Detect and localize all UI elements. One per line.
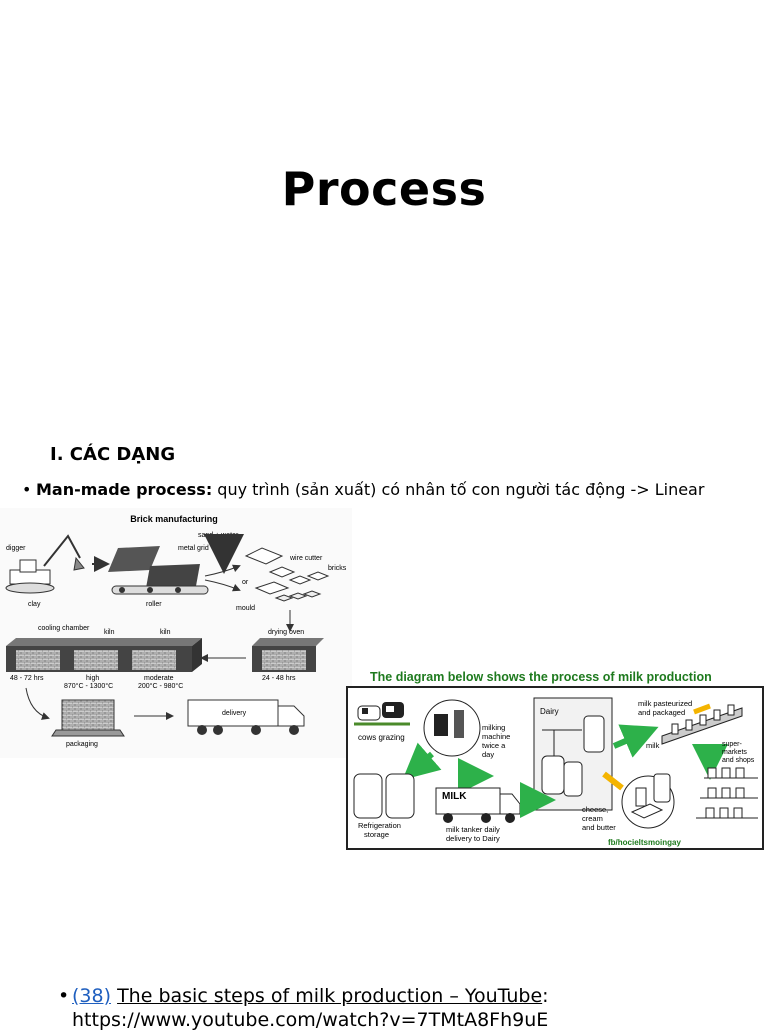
cheese-butter-icon	[630, 773, 671, 819]
milking-line-3: twice a	[482, 741, 506, 750]
tanker-line-1: milk tanker daily	[446, 825, 500, 834]
label-wire-cutter: wire cutter	[289, 555, 323, 562]
brick-title: Brick manufacturing	[130, 514, 218, 524]
brick-manufacturing-diagram: Brick manufacturing digger clay metal gr…	[0, 508, 352, 758]
label-packaging: packaging	[66, 741, 98, 748]
label-delivery: delivery	[222, 710, 247, 717]
label-tanker: milk tanker daily delivery to Dairy	[446, 825, 502, 843]
label-credit: fb/hocieltsmoingay	[608, 838, 681, 847]
label-supermarkets: super- markets and shops	[722, 741, 755, 764]
page-title: Process	[281, 162, 487, 216]
cows-icon	[354, 702, 410, 726]
label-cows-grazing: cows grazing	[358, 733, 405, 742]
label-high: high	[86, 675, 99, 682]
label-milk-pasteurized: milk pasteurized and packaged	[638, 699, 694, 717]
label-or: or	[242, 579, 249, 586]
label-milking-machine: milking machine twice a day	[482, 723, 512, 759]
delivery-truck-icon	[187, 699, 305, 735]
tanker-line-2: delivery to Dairy	[446, 834, 500, 843]
label-24-48-hrs: 24 - 48 hrs	[262, 675, 296, 682]
supermarket-shelves-icon	[696, 767, 758, 819]
label-kiln-1: kiln	[104, 629, 115, 636]
video-title-link[interactable]: The basic steps of milk production – You…	[117, 985, 543, 1007]
bullet-bold-term: Man-made process:	[36, 480, 213, 499]
bullet-text: quy trình (sản xuất) có nhân tố con ngườ…	[212, 480, 705, 499]
label-metal-grid: metal grid	[178, 545, 209, 552]
label-refrigeration: Refrigeration storage	[358, 821, 403, 839]
refrigeration-line-1: Refrigeration	[358, 821, 401, 830]
milk-cartons-icon	[661, 704, 743, 745]
orange-arrow-1	[693, 703, 711, 715]
bullet-dot: •	[22, 480, 32, 499]
packaging-icon	[51, 699, 125, 737]
green-arrow-to-refrigeration	[402, 742, 442, 780]
video-number-link[interactable]: (38)	[72, 985, 112, 1007]
supermarkets-line-2: markets	[722, 749, 747, 756]
digger-icon	[5, 534, 85, 594]
orange-arrow-to-cheese	[602, 771, 624, 791]
kiln-row	[6, 638, 324, 672]
label-kiln-2: kiln	[160, 629, 171, 636]
milk-tanker-icon	[435, 787, 521, 823]
link-separator: :	[542, 985, 549, 1007]
brick-cutting-icon	[244, 547, 330, 602]
label-moderate: moderate	[144, 675, 174, 682]
milking-line-4: day	[482, 750, 494, 759]
milking-line-2: machine	[482, 732, 510, 741]
label-milk-truck: MILK	[442, 791, 467, 802]
bullet-man-made: •Man-made process: quy trình (sản xuất) …	[22, 480, 704, 499]
label-dairy: Dairy	[540, 707, 559, 716]
cheese-line-2: cream	[582, 814, 603, 823]
refrigeration-line-2: storage	[364, 830, 389, 839]
label-clay: clay	[28, 601, 41, 608]
label-cooling-chamber: cooling chamber	[38, 625, 90, 632]
green-arrow-dairy-to-packaging	[612, 724, 659, 758]
milking-machine-icon	[434, 710, 464, 738]
label-moderate-temp: 200°C - 980°C	[138, 682, 183, 690]
label-sand-water: sand + water	[198, 532, 239, 539]
label-high-temp: 870°C - 1300°C	[64, 682, 113, 690]
label-digger: digger	[6, 545, 26, 552]
label-milk: milk	[646, 741, 660, 750]
supermarkets-line-1: super-	[722, 741, 743, 748]
label-48-72-hrs: 48 - 72 hrs	[10, 675, 44, 682]
section-heading: I. CÁC DẠNG	[50, 444, 176, 465]
cheese-line-3: and butter	[582, 823, 616, 832]
label-roller: roller	[146, 601, 162, 608]
label-drying-oven: drying oven	[268, 629, 304, 636]
pasteurized-line-2: and packaged	[638, 708, 685, 717]
cheese-line-1: cheese,	[582, 805, 608, 814]
label-mould: mould	[236, 605, 255, 612]
supermarkets-line-3: and shops	[722, 757, 755, 764]
bullet-dot-link: •	[58, 985, 70, 1007]
metal-grid-icon	[108, 546, 209, 595]
label-cooling-chamber-text: cooling chamber	[38, 625, 90, 632]
milk-production-diagram: The diagram below shows the process of m…	[346, 670, 764, 850]
label-bricks: bricks	[328, 565, 347, 572]
pasteurized-line-1: milk pasteurized	[638, 699, 692, 708]
refrigeration-tanks-icon	[353, 773, 415, 819]
milk-title: The diagram below shows the process of m…	[370, 670, 712, 684]
label-cheese: cheese, cream and butter	[582, 805, 616, 832]
link-bullet: •(38) The basic steps of milk production…	[58, 984, 549, 1032]
milking-line-1: milking	[482, 723, 505, 732]
video-url[interactable]: https://www.youtube.com/watch?v=7TMtA8Fh…	[72, 1009, 549, 1031]
